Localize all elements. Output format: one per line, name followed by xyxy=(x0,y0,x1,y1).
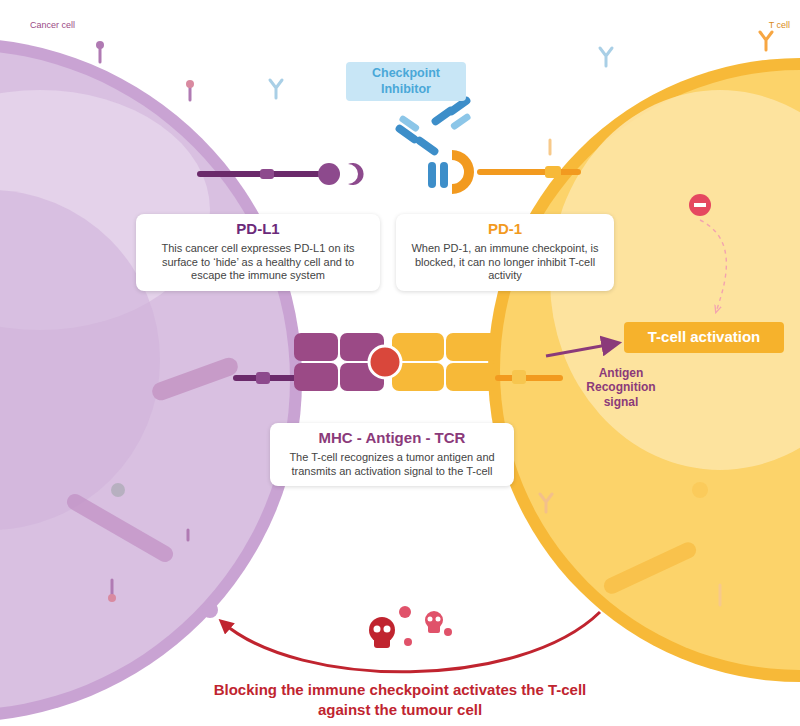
callout-box: PD-L1This cancer cell expresses PD-L1 on… xyxy=(136,214,380,291)
pd-l1-protein xyxy=(200,163,364,185)
caption: Blocking the immune checkpoint activates… xyxy=(200,680,600,719)
callout-heading: PD-L1 xyxy=(146,220,370,239)
callout-box: MHC - Antigen - TCR The T-cell recognizes… xyxy=(270,423,514,486)
signal-label: Antigen Recognition signal xyxy=(578,366,664,409)
callout-heading: MHC - Antigen - TCR xyxy=(280,429,504,448)
callout-body: The T-cell recognizes a tumor antigen an… xyxy=(280,451,504,479)
label-box: Checkpoint Inhibitor xyxy=(346,62,466,101)
cell-label: Cancer cell xyxy=(30,20,120,31)
dead-cell-skulls xyxy=(369,606,452,648)
cycle-arrow xyxy=(222,612,600,672)
antibody-decor xyxy=(96,32,772,605)
callout-box: PD-1When PD-1, an immune checkpoint, is … xyxy=(396,214,614,291)
checkpoint-inhibitor-label: Checkpoint Inhibitor xyxy=(352,66,460,97)
callout-body: This cancer cell expresses PD-L1 on its … xyxy=(146,242,370,283)
inhibition-dashed-arrow xyxy=(700,220,726,312)
callout-heading: PD-1 xyxy=(406,220,604,239)
callout-body: When PD-1, an immune checkpoint, is bloc… xyxy=(406,242,604,283)
checkpoint-inhibitor-antibody xyxy=(394,95,472,188)
cancer-cell xyxy=(0,38,302,722)
t-cell xyxy=(488,58,800,682)
antigen-signal-arrow xyxy=(546,343,618,356)
process-box: T-cell activation xyxy=(624,322,784,353)
pd-1-receptor xyxy=(452,150,578,194)
activation-box: T-cell activation xyxy=(632,328,776,347)
mhc-tcr-complex xyxy=(236,333,560,391)
cell-label: T cell xyxy=(730,20,790,31)
